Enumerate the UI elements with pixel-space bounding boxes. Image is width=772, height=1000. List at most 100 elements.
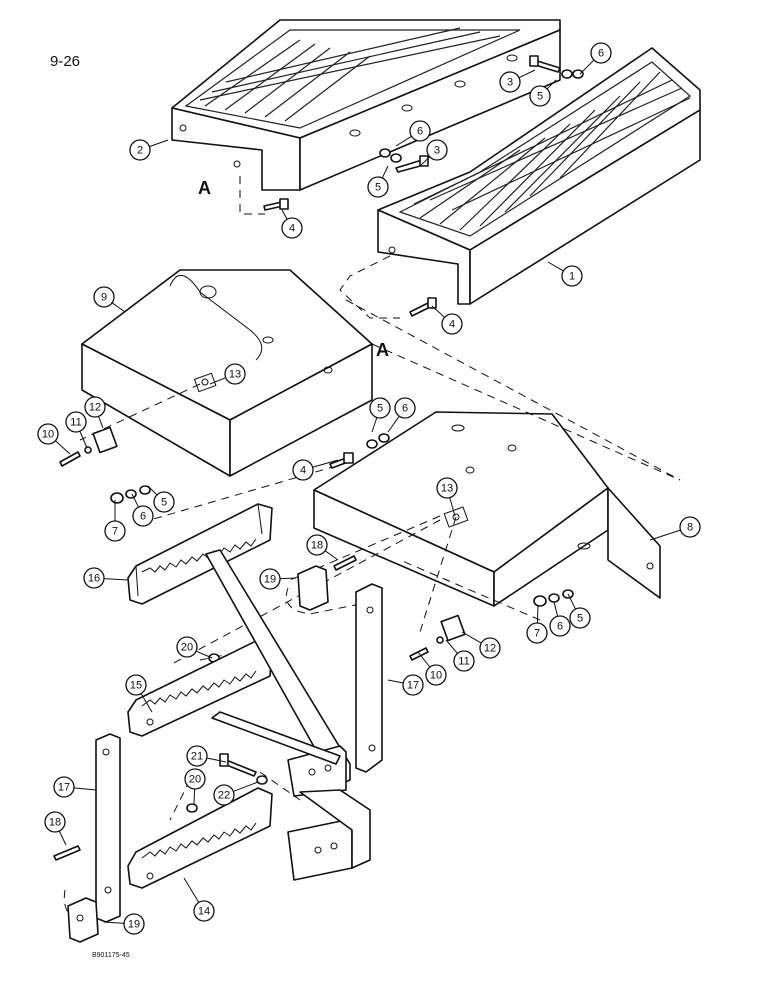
callout-leader-line <box>417 651 431 668</box>
callout-number: 21 <box>191 751 203 763</box>
callout-leader-line <box>387 415 400 433</box>
callout-number: 10 <box>42 429 54 441</box>
callout-circle <box>499 71 521 93</box>
callout-part-5: 5 <box>147 485 175 513</box>
callout-circle <box>425 664 447 686</box>
callout-part-4: 4 <box>431 305 463 335</box>
callout-number: 15 <box>130 680 142 692</box>
callout-leader-line <box>55 440 71 455</box>
callout-circle <box>453 650 475 672</box>
callout-circle <box>561 265 583 287</box>
callout-leader-line <box>461 631 482 644</box>
callout-number: 19 <box>264 574 276 586</box>
callout-part-3: 3 <box>499 69 536 93</box>
callout-number: 5 <box>577 613 583 625</box>
callout-circle <box>679 516 701 538</box>
callout-leader-line <box>547 261 564 272</box>
step-frame <box>205 549 383 881</box>
callout-circle <box>125 674 147 696</box>
callout-number: 7 <box>534 628 540 640</box>
callout-circle <box>549 615 571 637</box>
callout-part-10: 10 <box>37 423 71 455</box>
drawing-reference-code: B901175-45 <box>92 952 130 959</box>
callout-part-9: 9 <box>93 286 126 313</box>
callout-part-18: 18 <box>44 811 67 846</box>
callout-leader-line <box>312 459 339 468</box>
callout-number: 5 <box>375 182 381 194</box>
callout-circle <box>292 459 314 481</box>
callout-circle <box>402 674 424 696</box>
callout-circle <box>37 423 59 445</box>
callout-leader-line <box>281 209 288 220</box>
callout-circle <box>306 534 328 556</box>
callout-part-10: 10 <box>417 651 447 686</box>
callout-part-5: 5 <box>567 593 591 629</box>
callout-number: 2 <box>137 145 143 157</box>
callout-leader-line <box>371 417 378 433</box>
callout-circle <box>186 745 208 767</box>
callout-number: 4 <box>289 223 295 235</box>
callout-leader-line <box>649 529 681 541</box>
lower-step-grating <box>377 47 701 305</box>
callout-number: 3 <box>434 145 440 157</box>
callout-circle <box>93 286 115 308</box>
callout-leader-line <box>233 781 259 792</box>
side-bar-17 <box>95 733 121 923</box>
callout-part-5: 5 <box>367 165 389 198</box>
callout-circle <box>193 900 215 922</box>
callout-number: 3 <box>507 77 513 89</box>
callout-leader-line <box>209 377 226 385</box>
callout-number: 6 <box>598 48 604 60</box>
callout-leader-line <box>567 593 576 610</box>
callout-number: 9 <box>101 292 107 304</box>
callout-number: 6 <box>417 126 423 138</box>
callout-circle <box>83 567 105 589</box>
callout-circle <box>369 397 391 419</box>
callout-leader-line <box>387 679 404 684</box>
callout-number: 6 <box>402 403 408 415</box>
fastener-hardware <box>53 55 584 861</box>
step-tread-15 <box>127 639 273 737</box>
callout-part-11: 11 <box>65 411 88 449</box>
callout-leader-line <box>193 788 196 805</box>
callout-part-2: 2 <box>129 139 169 161</box>
callout-circle <box>184 768 206 790</box>
callout-number: 18 <box>311 540 323 552</box>
callout-leader-line <box>445 639 458 654</box>
callout-circle <box>367 176 389 198</box>
callout-number: 4 <box>300 465 306 477</box>
callout-circle <box>479 637 501 659</box>
callout-part-6: 6 <box>395 120 431 147</box>
callout-circle <box>526 622 548 644</box>
callout-part-21: 21 <box>186 745 227 767</box>
step-tread-14 <box>127 787 273 889</box>
callout-part-17: 17 <box>53 776 97 798</box>
callout-part-5: 5 <box>529 79 557 107</box>
callout-part-12: 12 <box>461 631 501 659</box>
callout-part-11: 11 <box>445 639 475 672</box>
callout-part-3: 3 <box>419 139 448 167</box>
step-housing-left <box>81 269 373 477</box>
callout-leader-line <box>431 305 445 318</box>
plates-19 <box>67 565 329 943</box>
callout-number: 5 <box>537 91 543 103</box>
callout-circle <box>53 776 75 798</box>
callout-part-15: 15 <box>125 674 153 713</box>
callout-leader-line <box>147 485 158 496</box>
callout-circle <box>426 139 448 161</box>
callout-number: 4 <box>449 319 455 331</box>
callout-circle <box>123 913 145 935</box>
callout-leader-line <box>111 302 126 313</box>
callout-circle <box>436 477 458 499</box>
callout-number: 6 <box>557 621 563 633</box>
callout-leader-line <box>324 550 339 561</box>
callout-leader-line <box>79 431 88 449</box>
callout-part-22: 22 <box>213 781 259 806</box>
callout-number: 12 <box>89 402 101 414</box>
callout-part-17: 17 <box>387 674 424 696</box>
callout-number: 22 <box>218 790 230 802</box>
callout-leader-line <box>579 59 595 75</box>
callout-part-7: 7 <box>104 500 126 542</box>
callout-part-20: 20 <box>176 636 213 659</box>
